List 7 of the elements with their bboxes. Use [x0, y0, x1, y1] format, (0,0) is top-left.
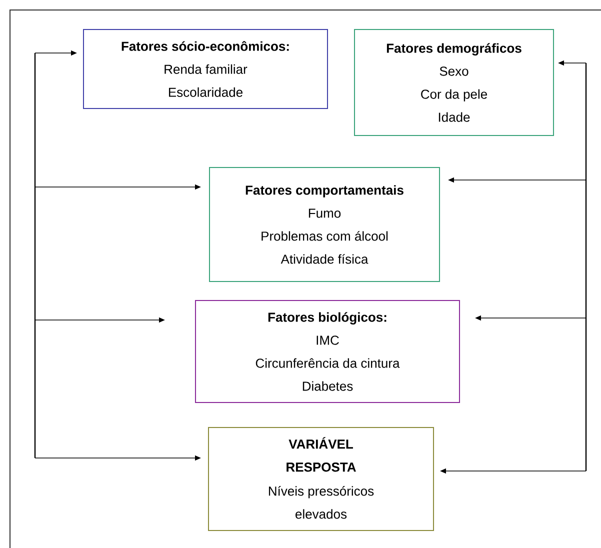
- factor-box: Fatores demográficos Sexo Cor da pele Idade: [354, 29, 554, 136]
- factor-box: Fatores biológicos: IMC Circunferência da cintura Diabetes: [195, 300, 460, 403]
- factor-box: Fatores sócio-econômicos: Renda familiar Escolaridade: [83, 29, 328, 109]
- bus-line: [34, 53, 36, 458]
- bus-line: [585, 63, 587, 471]
- factor-box: VARIÁVEL RESPOSTA Níveis pressóricos elevados: [208, 427, 434, 531]
- factor-box: Fatores comportamentais Fumo Problemas com álcool Atividade física: [209, 167, 440, 282]
